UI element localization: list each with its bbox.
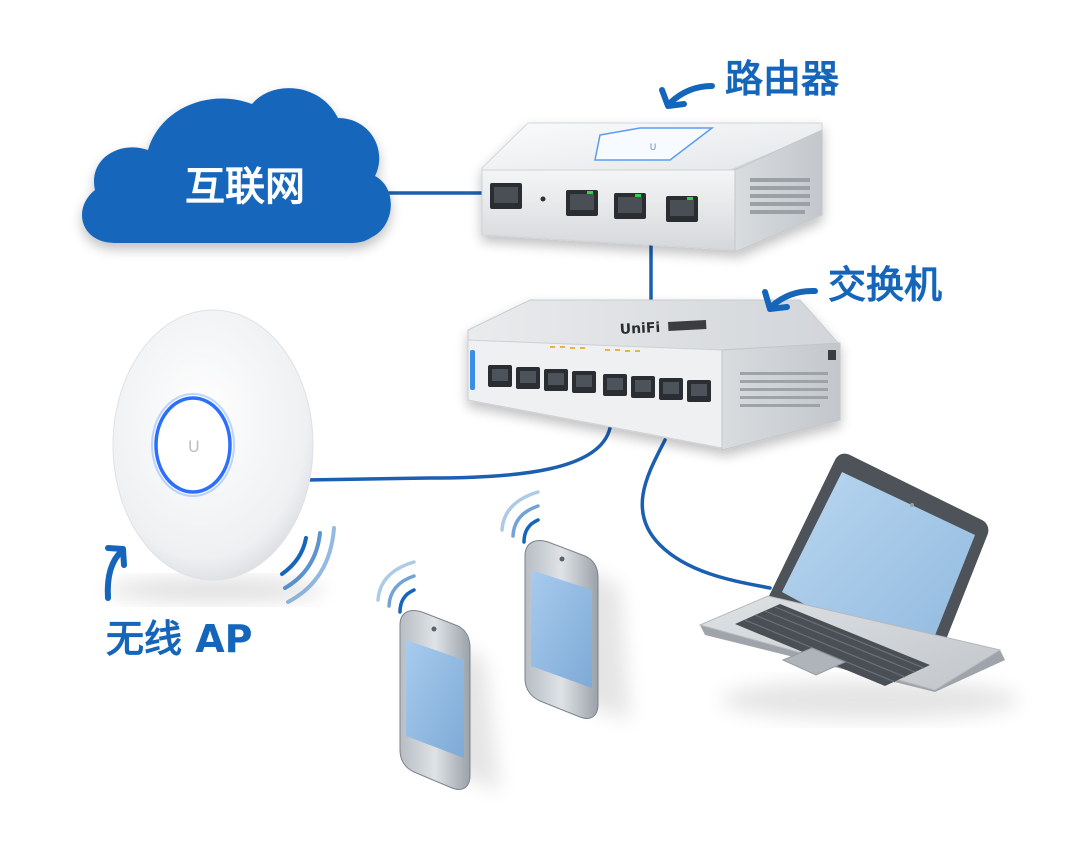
router-light (594, 127, 715, 161)
curved-arrow-icon (104, 545, 127, 601)
cable-switch-ap (303, 426, 612, 482)
phone-left (399, 610, 500, 792)
svg-text:U: U (188, 437, 200, 456)
laptop-device (698, 453, 1020, 720)
switch-vents (740, 372, 828, 407)
cloud-shape (81, 88, 391, 243)
svg-text:U: U (650, 143, 657, 153)
switch-blue-edge (470, 350, 475, 390)
cable-switch-laptop (640, 438, 772, 590)
phone-right-screen (531, 570, 592, 688)
switch-leds (550, 346, 640, 352)
laptop-keyboard (735, 604, 930, 686)
ap-ring (154, 396, 232, 494)
curved-arrow-icon (659, 83, 715, 109)
wireless-ap-label: 无线 AP (106, 617, 253, 661)
switch-label: 交换机 (828, 263, 942, 307)
internet-label: 互联网 (185, 164, 305, 210)
laptop-trackpad (781, 647, 847, 676)
router-vents (750, 178, 810, 214)
wifi-waves-icon (376, 490, 540, 614)
router-ports (490, 183, 698, 222)
internet-cloud: 互联网 (81, 88, 391, 243)
wifi-waves-icon (280, 526, 336, 604)
svg-text:UniFi: UniFi (619, 320, 660, 338)
switch-device: UniFi (467, 299, 842, 451)
phone-left-screen (406, 640, 464, 758)
laptop-screen (782, 472, 975, 668)
router-label: 路由器 (725, 57, 840, 101)
switch-front (467, 339, 723, 449)
wireless-ap-device: U (105, 309, 325, 602)
router-device: U (481, 122, 823, 253)
router-side (734, 129, 823, 253)
phone-right (524, 540, 630, 722)
curved-arrow-icon (762, 287, 818, 312)
